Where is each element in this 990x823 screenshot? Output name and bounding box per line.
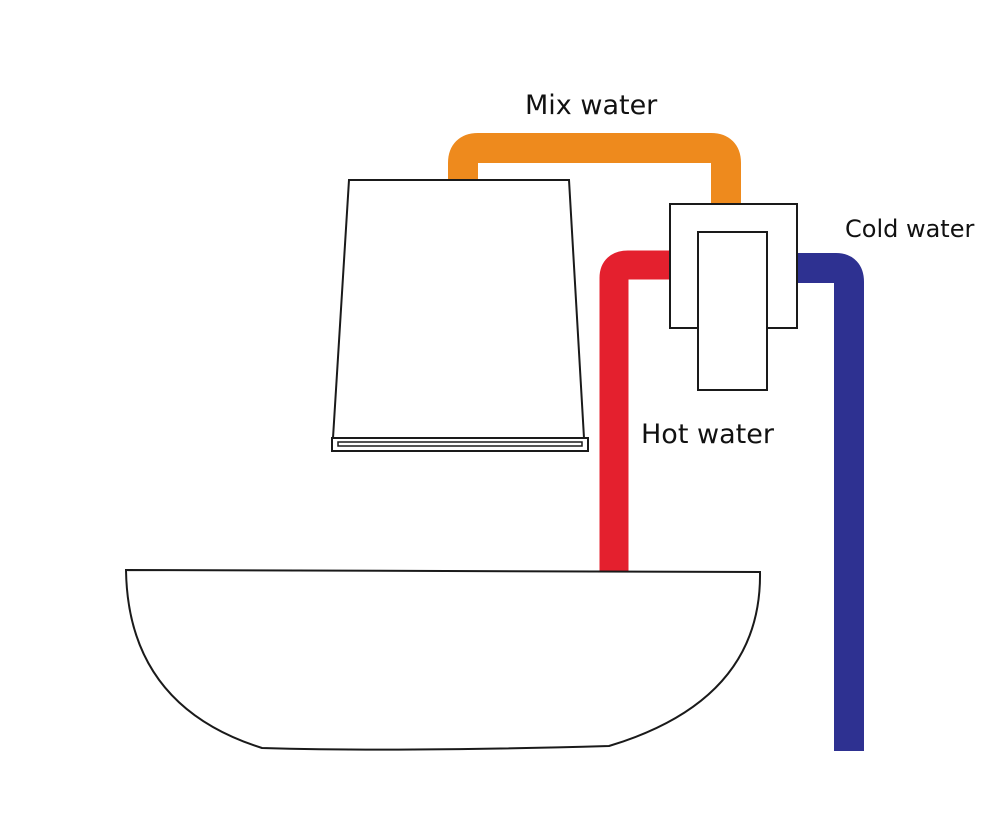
water-heater-tank	[331, 179, 586, 439]
mix-water-label: Mix water	[525, 90, 658, 121]
basin	[124, 568, 762, 751]
mixing-valve-cartridge	[697, 231, 768, 391]
heater-tray-slot	[337, 441, 583, 447]
cold-water-label: Cold water	[845, 215, 975, 243]
cold-water-pipe	[797, 253, 864, 751]
hot-water-label: Hot water	[641, 419, 774, 450]
hot-water-pipe	[599, 250, 670, 572]
mix-water-pipe	[448, 133, 741, 204]
